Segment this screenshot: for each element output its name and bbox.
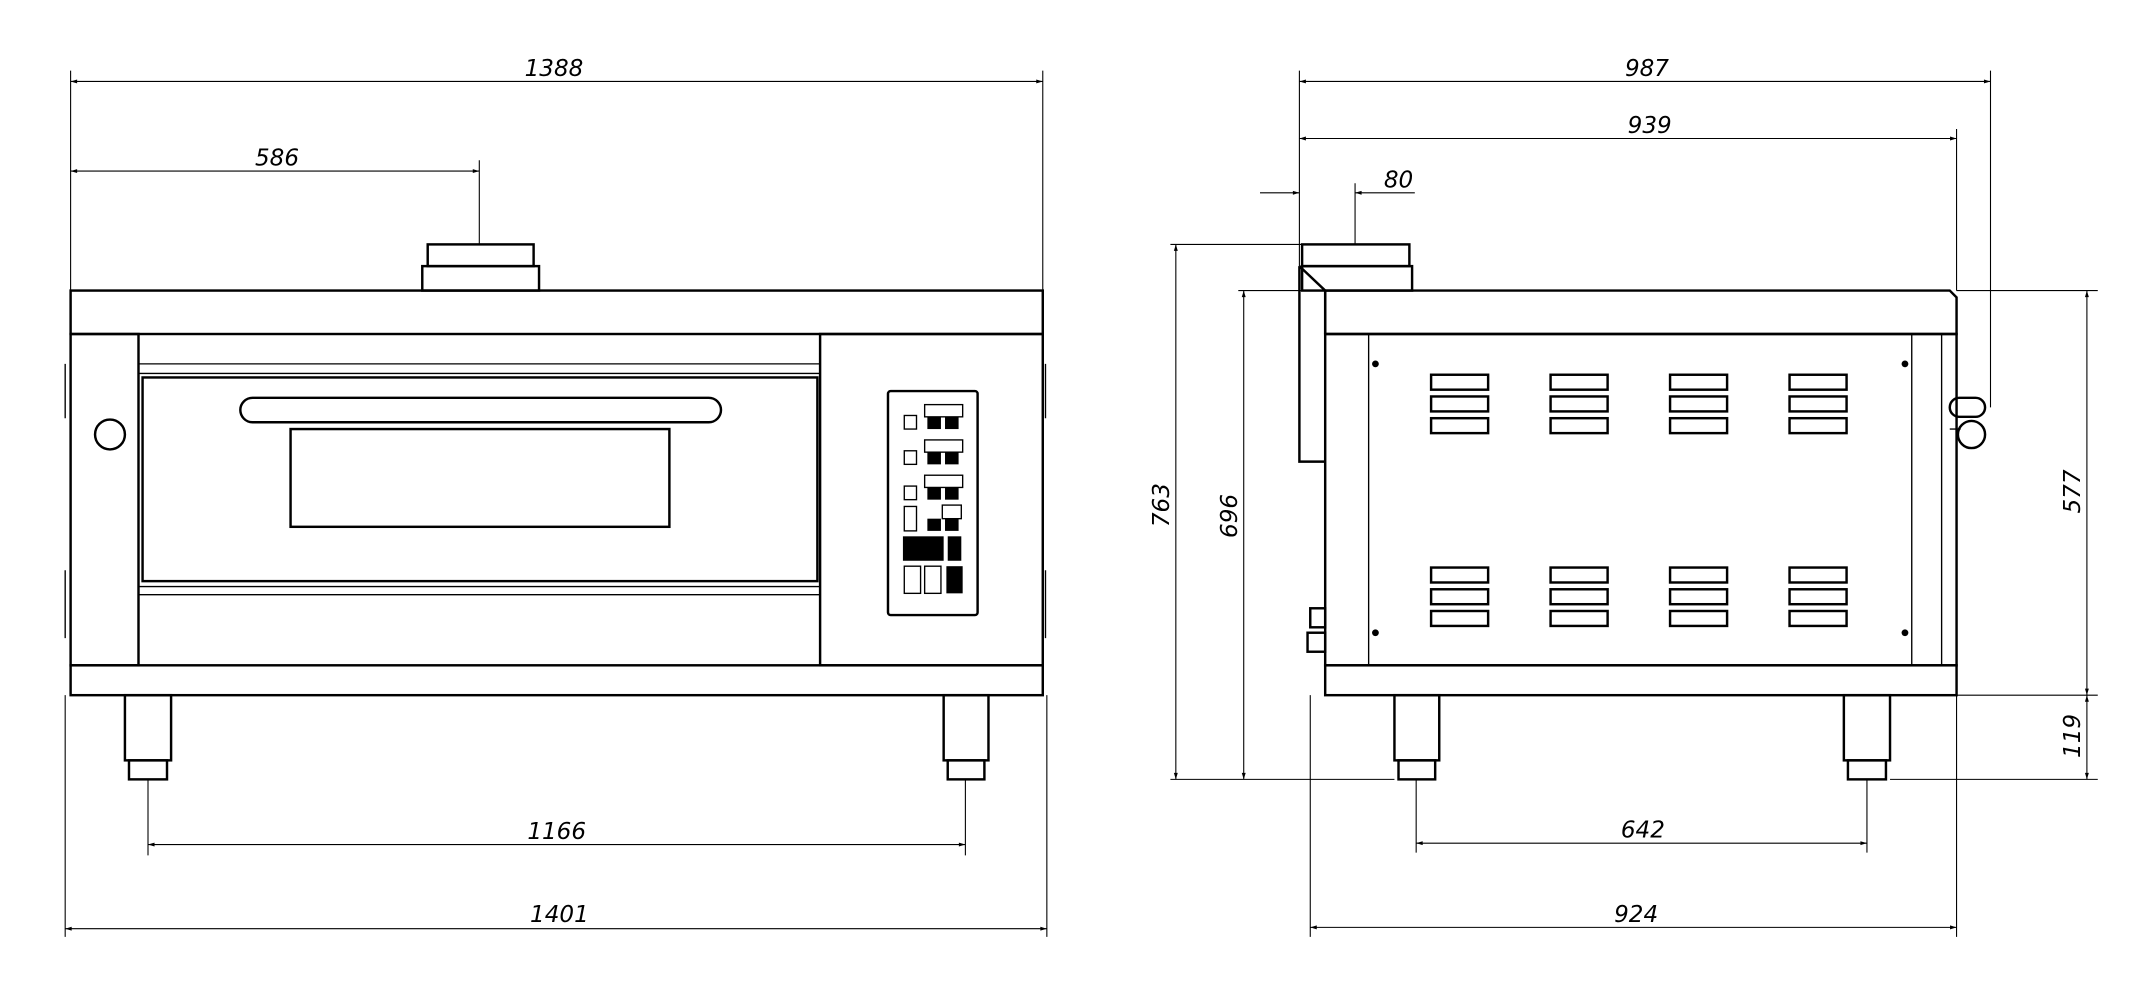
dim-987: 987 [1625,56,1669,82]
door-handle [239,396,723,424]
door-handle-side [1948,396,1987,450]
dim-119: 119 [2060,714,2086,758]
side-panel [1367,333,1913,666]
top-slab [69,289,1044,336]
front-dimensions: 1388 586 1166 1401 [64,56,1048,937]
back-panel [1298,265,1327,463]
flue-cap [1300,243,1411,268]
top-slab [1323,289,1958,336]
dim-924: 924 [1614,902,1658,928]
front-legs [123,693,990,781]
dim-696: 696 [1217,494,1243,538]
dim-80: 80 [1384,167,1413,193]
base-slab [1323,664,1958,697]
dim-939: 939 [1628,113,1672,139]
dim-763: 763 [1149,483,1175,527]
knob-icon [93,418,127,451]
dim-577: 577 [2060,469,2086,513]
vent-grilles [1429,373,1848,628]
oven-door [141,376,819,583]
side-view [1298,243,1987,781]
body [1323,332,1958,667]
control-panel [886,389,979,617]
flue-base [421,264,541,292]
dim-642: 642 [1621,818,1665,844]
front-view [64,243,1047,781]
flue-base [1300,264,1414,292]
flue-cap [426,243,535,268]
side-dimensions: 987 939 80 763 696 577 119 642 924 [1149,56,2098,937]
side-connector [1306,607,1327,653]
base-slab [69,664,1044,697]
left-column [69,332,140,667]
door-window [289,427,671,529]
dim-1388: 1388 [525,56,584,82]
side-legs [1393,693,1892,781]
dim-1166: 1166 [527,819,586,845]
dim-1401: 1401 [530,902,589,928]
dim-586: 586 [255,146,299,172]
